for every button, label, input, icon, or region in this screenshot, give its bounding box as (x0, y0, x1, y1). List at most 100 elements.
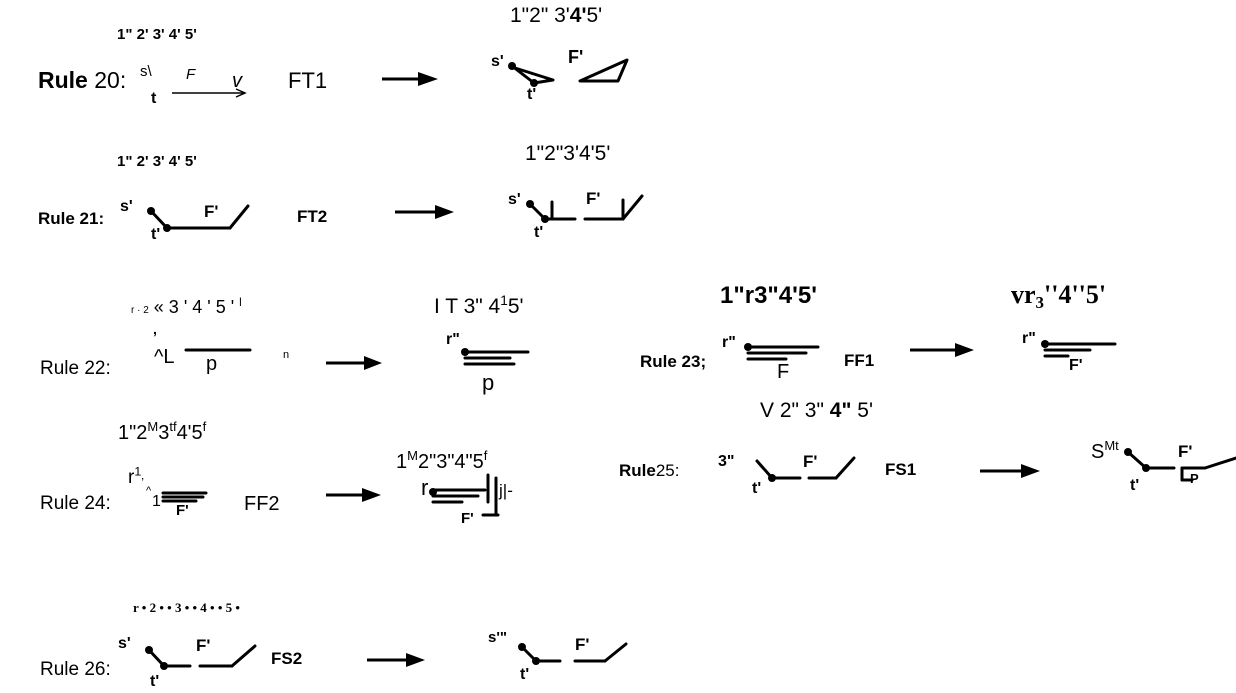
rule-26-t-label: t' (150, 673, 160, 690)
rule-22-left-text: ^L (154, 346, 175, 368)
rule-26-arrow (367, 653, 425, 667)
rule-24-lhs-sup1: M (147, 419, 159, 435)
rule-21-rhs-f: F' (586, 189, 601, 208)
rule-25-f-label: F' (803, 452, 818, 471)
rule-24-rhs-sup1: M (407, 448, 418, 464)
rule-24-lhs-b: 3 (158, 422, 170, 444)
rule-20-label-num: 20: (94, 67, 127, 93)
rule-25-label: Rule25: (619, 462, 679, 479)
rule-26-label: Rule 26: (40, 659, 111, 680)
rule-23-lhs-positions: 1"r3"4'5' (720, 282, 817, 309)
rule-25-rhs-s: SMt (1091, 439, 1119, 462)
rule-25-rhs-s-sup: Mt (1104, 438, 1119, 454)
rule-24-r-label: r1’ (128, 465, 144, 490)
rule-25-t-label: t' (752, 480, 762, 497)
rule-25-lhs-graph (755, 456, 856, 482)
rule-22-p-label: p (206, 353, 218, 375)
rule-22-lhs-positions-sup: l (239, 295, 242, 309)
rule-21-rhs-s: s' (508, 191, 521, 208)
rule-20-v-label: v (232, 70, 242, 92)
rule-26-rhs-t: t' (520, 666, 530, 683)
rule-23-rhs-graph (1041, 340, 1117, 358)
rule-23-below-bold: 4" (829, 399, 852, 422)
rule-20-rhs-t: t' (527, 86, 537, 103)
rule-20-s-label: s\ (140, 63, 152, 80)
rule-20-rhs-graph (508, 58, 629, 87)
rule-24-arrow (326, 488, 381, 502)
rule-25-operation: FS1 (885, 460, 917, 479)
rule-20-rhs-s: s' (491, 53, 504, 70)
rule-21-operation: FT2 (297, 207, 328, 226)
rule-23-arrow (910, 343, 974, 357)
rule-25-label-num: 25: (655, 461, 680, 480)
rule-20-rhs-positions-c: 5' (586, 4, 603, 27)
rule-22-label: Rule 22: (40, 358, 111, 379)
rule-22-n-label: n (283, 349, 290, 361)
rule-20-arrow (382, 72, 438, 86)
rule-22-rhs-p: p (482, 370, 495, 395)
rule-24-r-sub: ’ (141, 475, 144, 490)
rule-23-below-c: 5' (857, 399, 873, 422)
rule-20-operation: FT1 (288, 68, 328, 93)
rule-23-label: Rule 23; (640, 352, 707, 371)
rule-20-lhs-graph (172, 88, 247, 98)
rule-23-lhs-graph (744, 343, 820, 361)
rule-21-label: Rule 21: (38, 209, 105, 228)
rule-20-rhs-positions-a: 1"2" 3' (510, 4, 570, 27)
rule-20-rhs-positions: 1"2" 3'4'5' (510, 5, 602, 26)
rule-24-one-label: 1 (152, 493, 161, 510)
rule-24-lhs-c: 4'5 (176, 422, 203, 444)
rule-23-rhs-positions-c: ''4''5' (1044, 280, 1107, 309)
rule-21-arrow (395, 205, 454, 219)
rule-21-t-label: t' (151, 226, 161, 243)
rule-25-label-word: Rule (619, 461, 656, 480)
rule-22-rhs-positions-sup: 1 (500, 292, 508, 308)
rule-25-rhs-t: t' (1130, 477, 1140, 494)
rule-21-f-label: F' (204, 202, 219, 221)
rule-25-rhs-f: F' (1178, 442, 1193, 461)
rule-20-label: Rule 20: (38, 69, 126, 92)
rule-21-rhs-positions: 1"2"3'4'5' (525, 142, 611, 165)
rule-24-rhs-f: F' (461, 510, 474, 527)
rule-24-lhs-graph (161, 491, 208, 503)
rule-22-lhs-positions-rest: « 3 ' 4 ' 5 ' (153, 297, 240, 317)
rule-20-lhs-positions: 1" 2' 3' 4' 5' (117, 26, 197, 43)
rule-24-rhs-r: r (421, 475, 429, 500)
rule-25-rhs-p: P (1190, 471, 1199, 486)
rule-26-f-label: F' (196, 636, 211, 655)
rule-24-f-label: F' (176, 502, 189, 519)
rule-26-rhs-f: F' (575, 635, 590, 654)
rule-24-rhs-b: 2"3"4"5 (417, 451, 484, 473)
rule-24-label: Rule 24: (40, 493, 111, 514)
rule-24-rhs-positions: 1M2"3"4"5f (396, 449, 487, 473)
rule-20-label-word: Rule (38, 67, 88, 93)
rule-22-rhs-positions-c: 5' (507, 295, 524, 318)
rule-26-rhs-s: s'" (488, 629, 508, 646)
rule-23-rhs-positions-sub: 3 (1035, 293, 1044, 313)
rule-23-rhs-positions: vr3''4''5' (1011, 280, 1107, 312)
rule-26-lhs-graph (145, 644, 257, 670)
rule-21-lhs-graph (147, 204, 250, 232)
rule-24-lhs-a: 1"2 (118, 422, 148, 444)
rule-22-lhs-positions: r · 2 « 3 ' 4 ' 5 ' l (131, 295, 242, 317)
rule-22-rhs-positions-a: I T 3" 4 (434, 295, 501, 318)
rule-20-f-label: F (186, 66, 196, 83)
rule-23-below-a: V 2" 3" (760, 399, 824, 422)
rule-20-rhs-f: F' (568, 47, 584, 67)
rule-23-operation: FF1 (844, 351, 875, 370)
rule-22-lhs-positions-small: r · 2 (131, 305, 149, 316)
rule-25-s-label: 3" (718, 453, 735, 470)
rule-26-s-label: s' (118, 635, 131, 652)
rule-23-f-label: F (777, 361, 790, 383)
rule-24-lhs-sup3: f (202, 419, 207, 435)
rule-22-rhs-positions: I T 3" 415' (434, 292, 524, 318)
rule-20-rhs-positions-bold: 4' (569, 4, 587, 27)
rule-22-rhs-graph (461, 348, 530, 366)
rule-22-rhs-r: r" (446, 331, 460, 348)
rule-25-arrow (980, 464, 1040, 478)
rule-24-rhs-tail: j|- (499, 481, 513, 500)
rule-20-t-label: t (151, 90, 157, 107)
rule-24-r-text: r (128, 467, 135, 488)
